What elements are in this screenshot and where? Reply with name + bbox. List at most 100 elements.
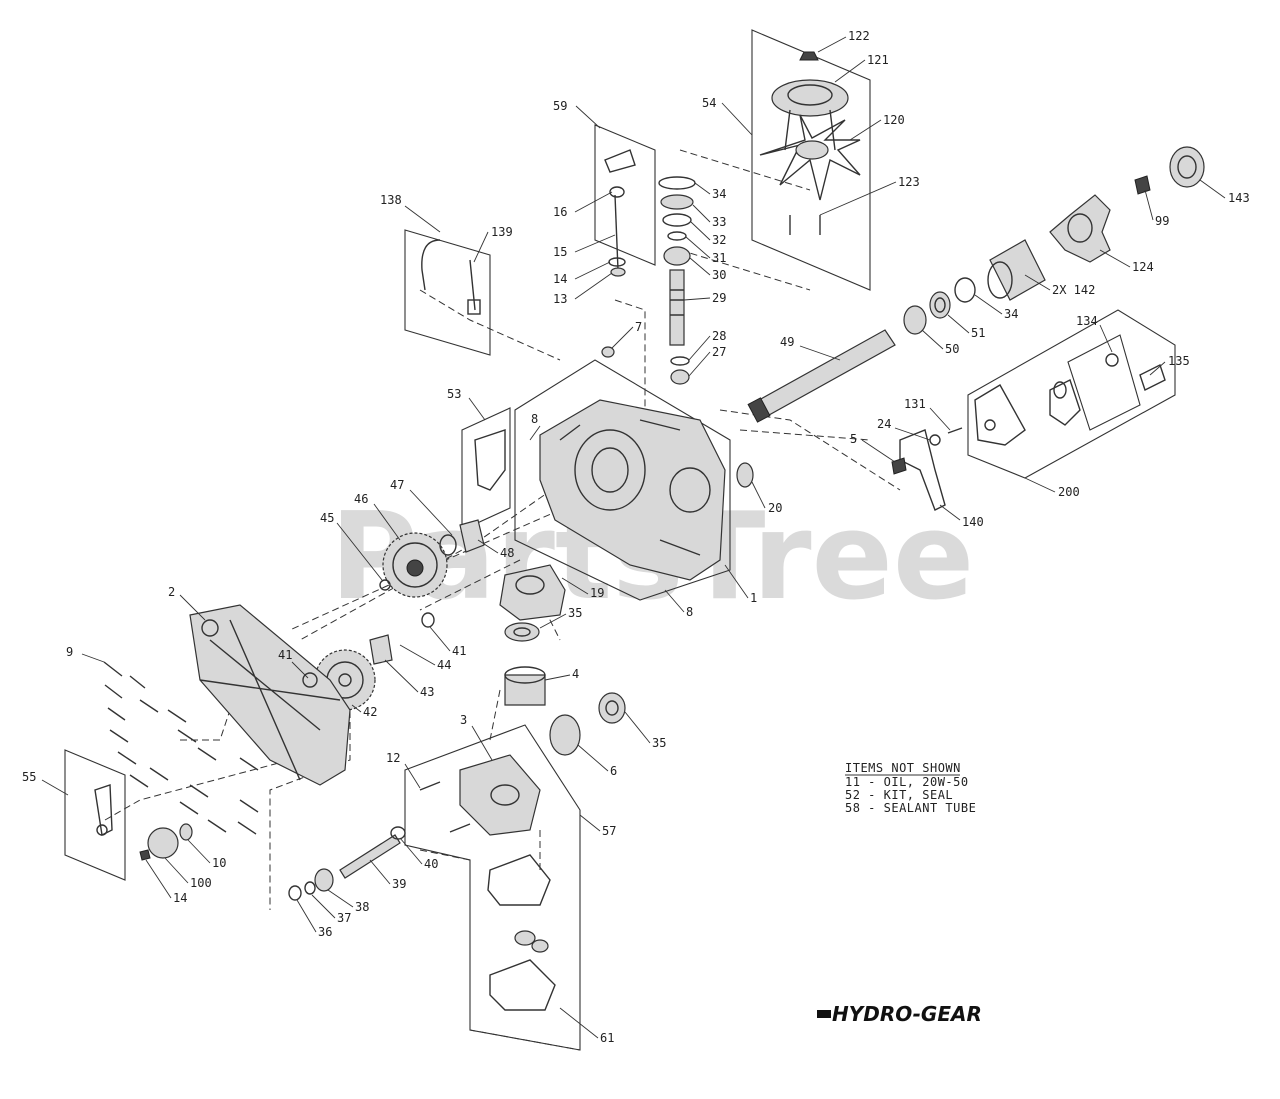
brand-text: HYDRO-GEAR [832, 1002, 982, 1026]
notes-line-2: 52 - KIT, SEAL [845, 788, 953, 802]
label-45: 45 [320, 511, 334, 525]
box-53-bracket [461, 407, 511, 531]
center-section-plates [419, 754, 556, 1011]
label-53: 53 [447, 387, 461, 401]
label-33: 33 [712, 215, 726, 229]
leader-lines [41, 36, 1226, 1039]
label-47: 47 [390, 478, 404, 492]
label-10: 10 [212, 856, 226, 870]
axle-shaft [747, 291, 951, 423]
bracket-53 [474, 429, 506, 491]
linkage-group-59 [604, 149, 636, 277]
box-59-linkage [594, 124, 656, 266]
label-2: 2 [168, 585, 175, 599]
box-55-lever [64, 749, 126, 881]
label-121: 121 [867, 53, 889, 67]
box-200-arm-assy [967, 309, 1176, 479]
label-32: 32 [712, 233, 726, 247]
label-4: 4 [572, 667, 579, 681]
box-54-pulley-fan [751, 29, 871, 291]
input-shaft-stack [658, 176, 696, 385]
notes-line-1: 11 - OIL, 20W-50 [845, 775, 969, 789]
label-12: 12 [386, 751, 400, 765]
label-14-bottom: 14 [173, 891, 187, 905]
items-not-shown-notes: ITEMS NOT SHOWN 11 - OIL, 20W-50 52 - KI… [845, 761, 976, 815]
label-41-right: 41 [452, 644, 466, 658]
label-39: 39 [392, 877, 406, 891]
label-31: 31 [712, 251, 726, 265]
label-49: 49 [780, 335, 794, 349]
box-housing-1 [514, 359, 731, 601]
notes-heading: ITEMS NOT SHOWN [845, 761, 961, 775]
label-20: 20 [768, 501, 782, 515]
label-30: 30 [712, 268, 726, 282]
label-51: 51 [971, 326, 985, 340]
label-50: 50 [945, 342, 959, 356]
breather-tube [421, 239, 481, 315]
label-140: 140 [962, 515, 984, 529]
label-41-left: 41 [278, 648, 292, 662]
box-138-139 [404, 229, 491, 356]
label-24: 24 [877, 417, 891, 431]
label-46: 46 [354, 492, 368, 506]
label-1: 1 [750, 591, 757, 605]
label-54: 54 [702, 96, 716, 110]
label-43: 43 [420, 685, 434, 699]
control-arm-assembly [891, 353, 1166, 511]
label-27: 27 [712, 345, 726, 359]
label-124: 124 [1132, 260, 1154, 274]
label-37: 37 [337, 911, 351, 925]
box-134-135 [1067, 334, 1141, 431]
label-38: 38 [355, 900, 369, 914]
part-labels: 122 121 54 120 123 143 99 124 2X 142 34 … [22, 29, 1250, 1045]
label-200: 200 [1058, 485, 1080, 499]
label-5: 5 [850, 432, 857, 446]
label-14: 14 [553, 272, 567, 286]
label-120: 120 [883, 113, 905, 127]
label-7: 7 [635, 320, 642, 334]
label-19: 19 [590, 586, 604, 600]
label-55: 55 [22, 770, 36, 784]
label-139: 139 [491, 225, 513, 239]
label-59: 59 [553, 99, 567, 113]
label-100: 100 [190, 876, 212, 890]
motor-shaft [288, 826, 406, 901]
label-8-bottom: 8 [686, 605, 693, 619]
label-16: 16 [553, 205, 567, 219]
notes-line-3: 58 - SEALANT TUBE [845, 801, 976, 815]
label-57: 57 [602, 824, 616, 838]
label-35-top: 35 [568, 606, 582, 620]
label-61: 61 [600, 1031, 614, 1045]
label-48: 48 [500, 546, 514, 560]
label-44: 44 [437, 658, 451, 672]
label-143: 143 [1228, 191, 1250, 205]
label-8-top: 8 [531, 412, 538, 426]
label-99: 99 [1155, 214, 1169, 228]
label-135: 135 [1168, 354, 1190, 368]
label-9: 9 [66, 645, 73, 659]
axle-hub-assembly [954, 146, 1205, 303]
brake-lever-group [94, 784, 193, 861]
label-13: 13 [553, 292, 567, 306]
label-35-right: 35 [652, 736, 666, 750]
label-6: 6 [610, 764, 617, 778]
label-123: 123 [898, 175, 920, 189]
label-138: 138 [380, 193, 402, 207]
label-3: 3 [460, 713, 467, 727]
pulley-fan-assembly [759, 51, 861, 235]
label-131: 131 [904, 397, 926, 411]
cover-bolts [103, 661, 259, 835]
label-134: 134 [1076, 314, 1098, 328]
label-29: 29 [712, 291, 726, 305]
box-57-center-section [404, 724, 581, 1051]
label-28: 28 [712, 329, 726, 343]
main-housing [539, 346, 754, 581]
side-cover [189, 604, 351, 786]
label-36: 36 [318, 925, 332, 939]
hydro-gear-logo: HYDRO-GEAR [817, 1002, 982, 1026]
label-34-top: 34 [712, 187, 726, 201]
label-42: 42 [363, 705, 377, 719]
label-40: 40 [424, 857, 438, 871]
pump-center-section [499, 564, 626, 756]
